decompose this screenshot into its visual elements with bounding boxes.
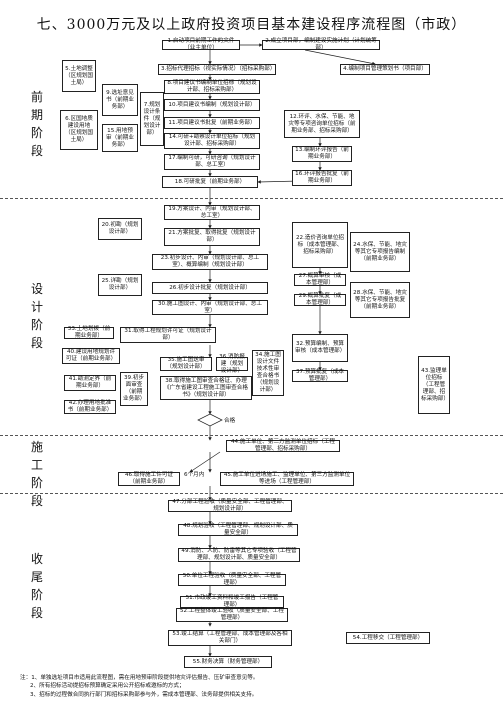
step-box: 7.规划设计条件（规划设计部） — [140, 92, 164, 146]
step-box: 44.施工单位、第三方监测单位招标（工程管理部、招标采购部） — [226, 439, 340, 452]
step-box: 2.成立项目部，编制建设实施计划（计划统筹部） — [262, 38, 380, 51]
time-label: 6个月内 — [184, 472, 205, 478]
footnote: 3、招标的过程做合同执行部门和招标采购部参与外，需成本管理部、法务部提供相关支持… — [30, 691, 258, 698]
step-box: 52.工程整体竣工验收（质量安全部、工程管理部） — [176, 608, 288, 622]
step-box: 53.竣工结算（工程管理部、成本管理部及各相关部门） — [168, 630, 292, 646]
step-box: 36.消防报建（规划设计部） — [216, 354, 248, 374]
step-box: 42.办理用地批准书（前期业务部） — [64, 400, 116, 414]
step-box: 24.水保、节能、地灾等其它专项报告编制（前期业务部） — [350, 232, 410, 272]
step-box: 27.概算审核（成本管理部） — [294, 273, 346, 286]
step-box: 34.施工图设计文件技术性审查合格书（规划设计部） — [252, 350, 284, 396]
phase-separator — [0, 435, 503, 436]
step-box: 22.造价咨询单位招标（成本管理部、招标采购部） — [292, 222, 348, 268]
step-box: 38.取得施工图审查合格证、办理《广东省建设工程施工图审查合格书》（规划设计部） — [160, 376, 252, 400]
step-box: 11.项目建议书批复（前期业务部） — [164, 117, 260, 129]
phase-design: 设计阶段 — [30, 282, 43, 350]
decision-label: 合格 — [224, 418, 236, 424]
step-box: 50.单位工程验收（质量安全部、工程管理部） — [178, 573, 286, 586]
step-box: 18.可研批复（前期业务部） — [162, 176, 258, 188]
step-box: 30.施工图设计、内审（规划设计部、总工室） — [152, 300, 268, 315]
step-box: 40.建设用地规划许可证（前期业务部） — [62, 348, 120, 364]
step-box: 14.可研+勘察设计单位招标（规划设计部、招标采购部） — [164, 133, 260, 149]
step-box: 49.消防、人防、防雷等其它专项验收（工程管理部、规划设计部、质量安全部） — [178, 548, 300, 562]
step-box: 15.用地预审（前期业务部） — [102, 124, 138, 152]
phase-early: 前期阶段 — [30, 90, 43, 158]
step-box: 47.分部工程验收（质量安全部、工程管理部、规划设计部） — [168, 499, 292, 512]
step-box: 45.施工单位进场施工、监理单位、第三方监测单位等进场（工程管理部） — [220, 472, 354, 486]
step-box: 26.初步设计批复（规划设计部） — [152, 282, 268, 294]
step-box: 23.初步设计、内审（规划设计部、总工室）、概算编制（规划设计部） — [152, 254, 268, 270]
step-box: 17.编制可研，可研咨询（规划设计部、总工室） — [164, 154, 260, 170]
step-box: 46.取得施工许可证（前期业务部） — [118, 472, 180, 486]
step-box: 16.环评报告批复（前期业务部） — [292, 170, 352, 186]
step-box: 51.市政竣工资料和竣工报告（工程管理部） — [180, 595, 284, 608]
step-box: 54.工程移交（工程管理部） — [346, 632, 430, 644]
step-box: 20.初勘（规划设计部） — [98, 218, 142, 240]
step-box: 28.水保、节能、地灾等其它专项报告批复（前期业务部） — [350, 282, 410, 318]
phase-separator — [0, 493, 503, 494]
step-box: 32.预算编制、预算审核（成本管理部） — [292, 334, 348, 362]
step-box: 1.启动项目前期工作的文件（业主单位） — [162, 38, 240, 51]
phase-separator — [0, 198, 503, 199]
step-box: 33.土地划拨（前期业务部） — [64, 326, 114, 339]
step-box: 39.初步面审查（前期业务部） — [120, 372, 148, 406]
page-title: 七、3000万元及以上政府投资项目基本建设程序流程图（市政） — [36, 17, 467, 33]
step-box: 25.详勘（规划设计部） — [98, 274, 142, 296]
step-box: 41.勘测定界（前期业务部） — [64, 375, 116, 391]
step-box: 29.概算批复（成本管理部） — [294, 293, 346, 306]
step-box: 48.规划验收（工程管理部、规划设计部、质量安全部） — [178, 523, 298, 536]
step-box: 4.编制项目管理策划书（项目部） — [340, 64, 430, 75]
step-box: 10.项目建议书编制（规划设计部） — [164, 99, 260, 111]
footnotes: 注：1、单独选址项目市适用此流程图，需在用地预审阶段提供地灾评估报告、压矿审查意… — [20, 674, 490, 699]
step-box: 12.环评、水保、节能、地灾等专项咨询单位招标（前期业务部、招标采购部） — [284, 110, 360, 138]
step-box: 31.取得工程规划许可证（规划设计部） — [120, 327, 216, 343]
step-box: 3.招标代理招标（视实际情况）（招标采购部） — [158, 64, 276, 75]
step-box: 5.土地调整（区规划国土局） — [62, 60, 96, 92]
step-box: 9.选址意见书（前期业务部） — [102, 84, 138, 116]
step-box: 6.区国地质建设用地（区规划国土局） — [60, 110, 98, 150]
step-box: 35.施工图送审（规划设计部） — [160, 357, 212, 371]
step-box: 13.编制环评报告（前期业务部） — [292, 146, 352, 162]
step-box: 43.监理单位招标（工程管理部、招标采购部） — [418, 356, 450, 414]
phase-construction: 施工阶段 — [30, 440, 43, 508]
step-box: 21.方案批复、取得批复（规划设计部） — [164, 228, 260, 246]
phase-completion: 收尾阶段 — [30, 552, 43, 620]
step-box: 8.项目建议书编制单位招标（规划设计部、招标采购部） — [164, 80, 260, 94]
footnote: 2、所有招标活动提招标预算确定采用公开招标或邀标的方式； — [30, 683, 185, 690]
step-box: 55.财务决算（财务管理部） — [184, 656, 272, 668]
footnote: 注：1、单独选址项目市适用此流程图，需在用地预审阶段提供地灾评估报告、压矿审查意… — [20, 675, 259, 681]
step-box: 37.预算批复（成本管理部） — [292, 369, 348, 382]
step-box: 19.方案设计、内审（规划设计部、总工室） — [164, 205, 260, 220]
